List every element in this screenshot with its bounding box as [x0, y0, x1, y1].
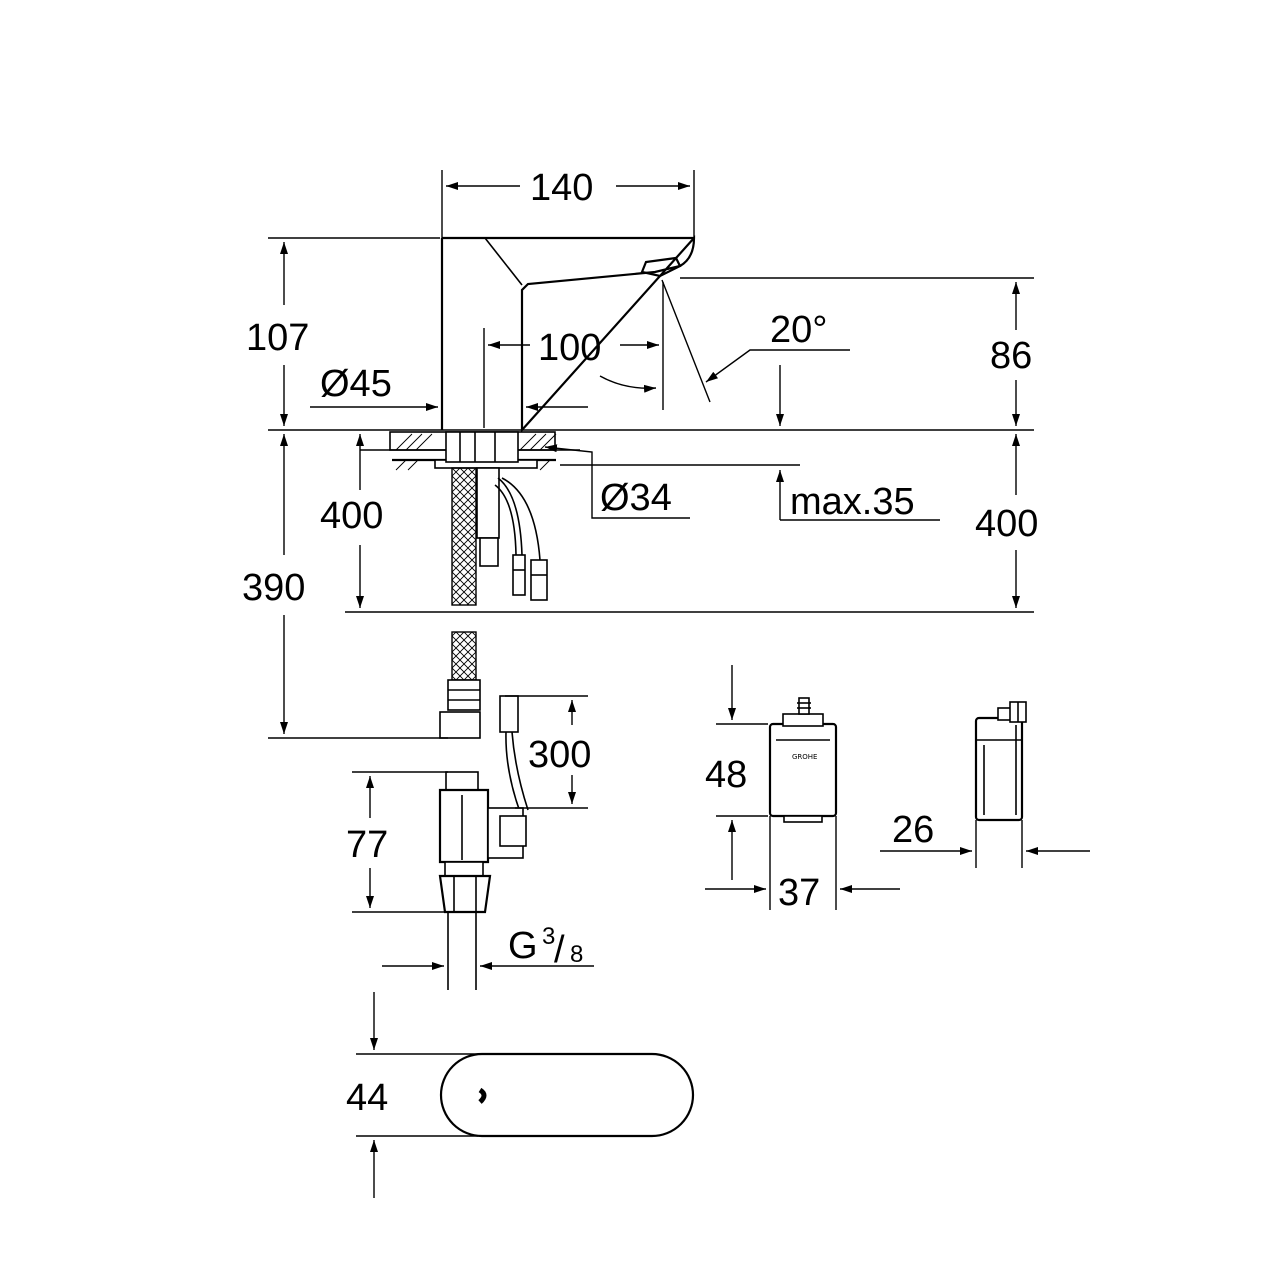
- label-100: 100: [538, 327, 601, 369]
- brand-logo: GROHE: [792, 753, 817, 761]
- battery-box-side: [974, 701, 1027, 822]
- label-angle: 20°: [770, 309, 827, 351]
- label-thread-num: 3: [542, 923, 555, 950]
- label-48: 48: [705, 754, 747, 796]
- faucet-body: [440, 235, 696, 433]
- label-thread-g: G: [508, 925, 538, 967]
- dimension-labels: 140 107 86 100 20° Ø45 Ø34 max.35 400 40…: [242, 167, 1038, 1119]
- battery-box-dimensions: [705, 665, 900, 910]
- label-390: 390: [242, 567, 305, 609]
- label-37: 37: [778, 872, 820, 914]
- label-44: 44: [346, 1077, 388, 1119]
- faucet-side-view: [440, 235, 696, 433]
- label-77: 77: [346, 824, 388, 866]
- battery-box-front: GROHE: [768, 697, 838, 823]
- battery-side-dimensions: [880, 820, 1090, 868]
- sensor-icon: [478, 1087, 487, 1104]
- faucet-top-view: [439, 1052, 695, 1138]
- label-thread-slash: /: [554, 929, 565, 971]
- label-400-left: 400: [320, 495, 383, 537]
- aerator: [640, 256, 682, 278]
- label-400-right: 400: [975, 503, 1038, 545]
- label-max-35: max.35: [790, 481, 915, 523]
- supply-hose-upper: [451, 467, 548, 606]
- dimension-lines: [268, 170, 1034, 970]
- label-thread-den: 8: [570, 941, 583, 968]
- label-300: 300: [528, 734, 591, 776]
- label-26: 26: [892, 809, 934, 851]
- label-86: 86: [990, 335, 1032, 377]
- label-diameter-45: Ø45: [320, 363, 392, 405]
- label-diameter-34: Ø34: [600, 477, 672, 519]
- label-140: 140: [530, 167, 593, 209]
- label-107: 107: [246, 317, 309, 359]
- solenoid-valve-assembly: [438, 631, 529, 990]
- countertop-section: [268, 429, 1034, 471]
- top-view-dimensions: [356, 992, 478, 1198]
